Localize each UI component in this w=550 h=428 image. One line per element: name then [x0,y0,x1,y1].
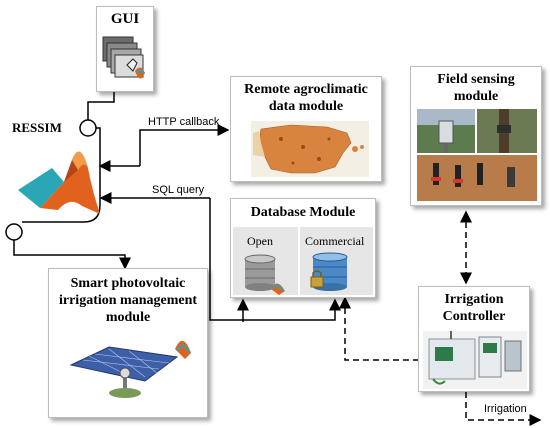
gui-windows-icon [102,36,145,79]
http-line [139,124,230,166]
sql-line [209,198,240,321]
db-commercial-label: Commercial [305,234,365,248]
commercial-db-icon [310,252,348,291]
field-title-line1: Field sensing [437,72,515,87]
smart-title-line3: module [105,310,151,325]
gui-box: GUI [96,6,154,92]
spain-map-icon [251,121,369,177]
smart-title-line1: Smart photovoltaic [70,276,186,291]
solar-panel-icon [69,340,191,398]
database-title: Database Module [250,205,356,220]
ressim-node-bottom [5,223,23,241]
irrigation-controller-box: Irrigation Controller [418,286,530,392]
controller-title-line1: Irrigation [444,292,504,307]
ressim-loop [22,127,101,223]
smart-pv-box: Smart photovoltaic irrigation management… [48,268,208,418]
db-open-label: Open [247,234,273,248]
db-ctrl-dashed [339,296,432,366]
database-icons [244,227,348,295]
field-sensing-box: Field sensing module [410,66,542,206]
smart-link [13,240,131,270]
smart-title-line2: irrigation management [58,293,198,308]
remote-agroclimatic-box: Remote agroclimatic data module [230,76,382,182]
sql-query-label: SQL query [152,184,205,196]
http-callback-label: HTTP callback [148,116,220,128]
ressim-label: RESSIM [12,120,62,135]
gui-title: GUI [110,11,140,27]
remote-title-line2: data module [268,99,344,114]
controller-title-line2: Controller [442,309,506,324]
field-photos-icon [417,109,537,201]
field-title-line2: module [453,89,499,104]
db-comm-link [240,298,341,321]
irrigation-output-label: Irrigation [484,403,527,415]
remote-title-line1: Remote agroclimatic [244,82,368,97]
controller-device-icon [423,331,527,389]
database-module-box: Database Module Open Commercial [230,198,376,298]
open-db-icon [244,254,285,295]
ressim-node-top [79,119,97,137]
